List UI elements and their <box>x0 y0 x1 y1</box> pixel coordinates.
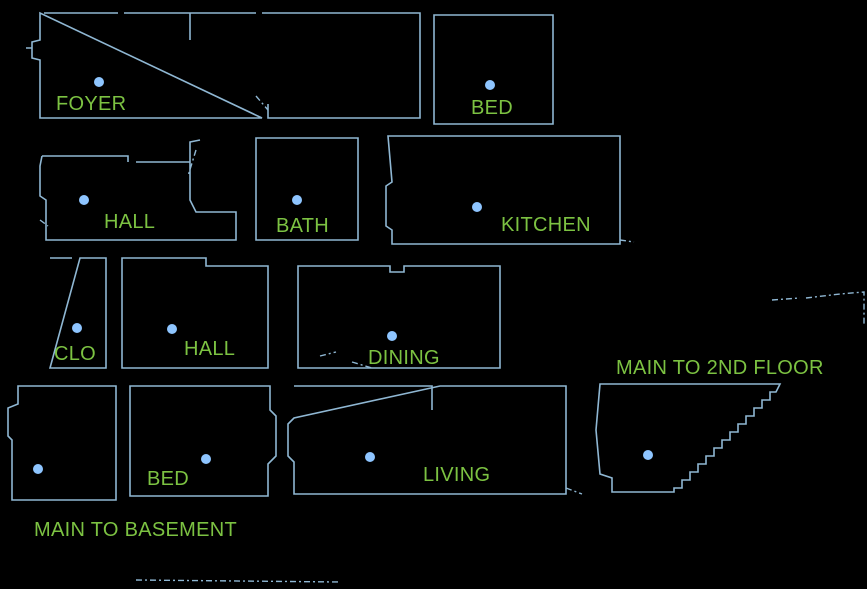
kitchen-label: KITCHEN <box>501 214 591 236</box>
dining-label: DINING <box>368 347 440 369</box>
room-bed-top[interactable]: BED <box>433 14 554 125</box>
hall-lower-label: HALL <box>184 338 235 360</box>
stairs-down-marker[interactable] <box>33 464 43 474</box>
foyer-walls <box>31 11 421 119</box>
kitchen-wall-detail <box>619 239 635 243</box>
room-dining[interactable]: DINING <box>297 265 501 369</box>
closet-walls <box>48 257 107 369</box>
room-foyer[interactable]: FOYER <box>26 11 421 119</box>
bath-walls <box>255 137 359 241</box>
hall-upper-walls <box>39 139 237 241</box>
room-bed-bottom[interactable]: BED <box>129 385 277 497</box>
living-label: LIVING <box>423 464 490 486</box>
foyer-marker[interactable] <box>94 77 104 87</box>
closet-marker[interactable] <box>72 323 82 333</box>
room-kitchen[interactable]: KITCHEN <box>385 135 635 245</box>
closet-label: CLO <box>54 343 96 365</box>
foyer-label: FOYER <box>56 93 126 115</box>
stairs-up-marker[interactable] <box>643 450 653 460</box>
living-marker[interactable] <box>365 452 375 462</box>
room-living[interactable]: LIVING <box>287 385 583 495</box>
living-wall-detail <box>565 487 583 495</box>
dining-walls <box>297 265 501 369</box>
bed-top-walls <box>433 14 554 125</box>
stairs-up-walls <box>595 383 782 493</box>
room-hall-lower[interactable]: HALL <box>121 257 269 369</box>
dining-marker[interactable] <box>387 331 397 341</box>
bed-bottom-marker[interactable] <box>201 454 211 464</box>
bath-marker[interactable] <box>292 195 302 205</box>
room-closet[interactable]: CLO <box>48 257 107 369</box>
stairs-up-label: MAIN TO 2ND FLOOR <box>616 357 824 379</box>
stairs-down-label: MAIN TO BASEMENT <box>34 519 237 541</box>
hall-upper-label: HALL <box>104 211 155 233</box>
room-bath[interactable]: BATH <box>255 137 359 241</box>
foyer-wall-detail <box>26 47 269 111</box>
stairs-down-wall-detail <box>135 579 341 583</box>
room-stairs-up[interactable]: MAIN TO 2ND FLOOR <box>595 291 865 493</box>
room-stairs-down[interactable]: MAIN TO BASEMENT <box>7 385 341 583</box>
dining-wall-detail <box>319 351 373 369</box>
room-hall-upper[interactable]: HALL <box>39 139 237 241</box>
bed-bottom-label: BED <box>147 468 189 490</box>
hall-lower-marker[interactable] <box>167 324 177 334</box>
stairs-down-walls <box>7 385 117 501</box>
bed-top-marker[interactable] <box>485 80 495 90</box>
bath-label: BATH <box>276 215 329 237</box>
hall-upper-marker[interactable] <box>79 195 89 205</box>
kitchen-marker[interactable] <box>472 202 482 212</box>
bed-bottom-walls <box>129 385 277 497</box>
hall-lower-walls <box>121 257 269 369</box>
kitchen-walls <box>385 135 621 245</box>
stairs-up-wall-detail <box>771 291 865 326</box>
hall-upper-wall-detail <box>39 149 197 227</box>
bed-top-label: BED <box>471 97 513 119</box>
living-walls <box>287 385 567 495</box>
